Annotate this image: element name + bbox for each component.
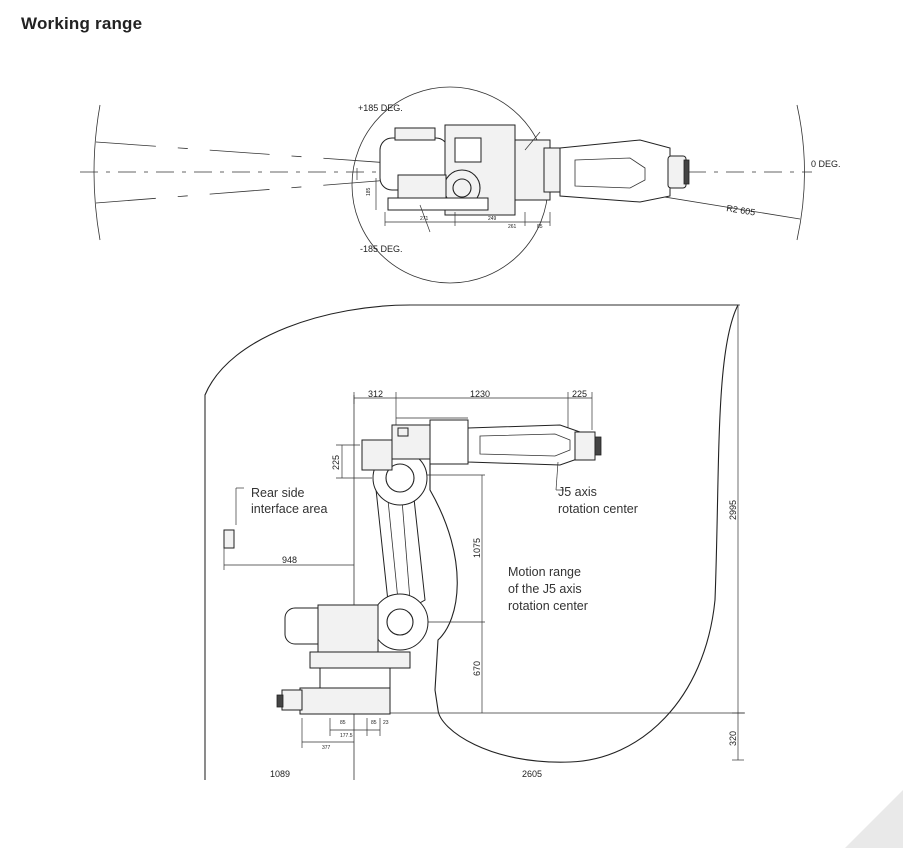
- top-dim-label: 271: [420, 216, 429, 222]
- flange: [594, 436, 602, 456]
- top-dim-label: 249: [488, 216, 497, 222]
- base-upper: [319, 667, 391, 691]
- top-sweep-line: [95, 141, 391, 164]
- motion-range-envelope: [204, 304, 739, 780]
- dim-320-label: 320: [728, 731, 738, 746]
- small-dim-label: 377: [322, 745, 331, 751]
- page-title: Working range: [21, 14, 143, 33]
- j3-housing: [361, 439, 393, 471]
- top-outer-arc-left: [93, 104, 101, 241]
- dim-1230-label: 1230: [470, 389, 490, 399]
- j3-joint-inner: [385, 463, 415, 493]
- top-dim-label: 185: [366, 187, 372, 196]
- top-flange: [683, 159, 690, 185]
- small-dim-label: 23: [383, 720, 389, 726]
- base-plug: [281, 689, 303, 711]
- dim-948-label: 948: [282, 555, 297, 565]
- dim-225-left-label: 225: [331, 455, 341, 470]
- top-inner-detail: [454, 137, 482, 163]
- dim-2995-label: 2995: [728, 500, 738, 520]
- rear-side-label-1: Rear side: [251, 486, 305, 500]
- rear-interface-box: [223, 529, 235, 549]
- j5-label-1: J5 axis: [558, 485, 597, 499]
- top-outer-arc-right: [796, 104, 805, 241]
- small-dim-label: 177.5: [340, 733, 353, 739]
- forearm: [467, 424, 581, 466]
- angle-zero-label: 0 DEG.: [811, 159, 841, 169]
- dim-670-label: 670: [472, 661, 482, 676]
- top-dim-label: 85: [537, 224, 543, 230]
- top-forearm: [559, 139, 671, 203]
- rear-side-label-2: interface area: [251, 502, 327, 516]
- turntable: [309, 651, 411, 669]
- top-joint-inner: [452, 178, 472, 198]
- dim-1089-label: 1089: [270, 769, 290, 779]
- upper-cable-block: [397, 427, 409, 437]
- side-view: 312 1230 225 225 948 1075 670 2995 320 1…: [204, 304, 745, 780]
- dim-225-top-label: 225: [572, 389, 587, 399]
- j2-joint-outer: [371, 593, 429, 651]
- top-view: +185 DEG. -185 DEG. 0 DEG. R2 605 271 24…: [80, 86, 841, 284]
- top-base-block: [394, 127, 436, 141]
- shoulder-casting: [317, 604, 379, 656]
- j2-joint-inner: [386, 608, 414, 636]
- arm-detail: [387, 499, 399, 601]
- top-leader: [524, 131, 541, 151]
- top-dim-label: 261: [508, 224, 517, 230]
- base-lower: [299, 687, 391, 715]
- small-dim-label: 85: [340, 720, 346, 726]
- top-leader: [419, 204, 431, 233]
- dim-2605-label: 2605: [522, 769, 542, 779]
- angle-pos-label: +185 DEG.: [358, 103, 403, 113]
- j5-label-2: rotation center: [558, 502, 638, 516]
- corner-decoration: [845, 790, 903, 848]
- motion-range-label-3: rotation center: [508, 599, 588, 613]
- forearm-motor: [429, 419, 469, 465]
- angle-neg-label: -185 DEG.: [360, 244, 403, 254]
- arm-detail: [401, 499, 411, 601]
- dim-312-label: 312: [368, 389, 383, 399]
- base-connector: [276, 694, 284, 708]
- top-sweep-line: [95, 179, 391, 204]
- top-forearm-inner: [574, 157, 646, 189]
- top-lower-plate: [387, 197, 489, 211]
- forearm-inner: [479, 433, 571, 457]
- j5-leader: [555, 461, 559, 491]
- radius-label: R2 605: [726, 203, 756, 217]
- small-dim-label: 85: [371, 720, 377, 726]
- dim-1075-label: 1075: [472, 538, 482, 558]
- wrist-block: [574, 431, 596, 461]
- top-wrist-end: [667, 155, 687, 189]
- motion-range-label-2: of the J5 axis: [508, 582, 582, 596]
- motion-range-label-1: Motion range: [508, 565, 581, 579]
